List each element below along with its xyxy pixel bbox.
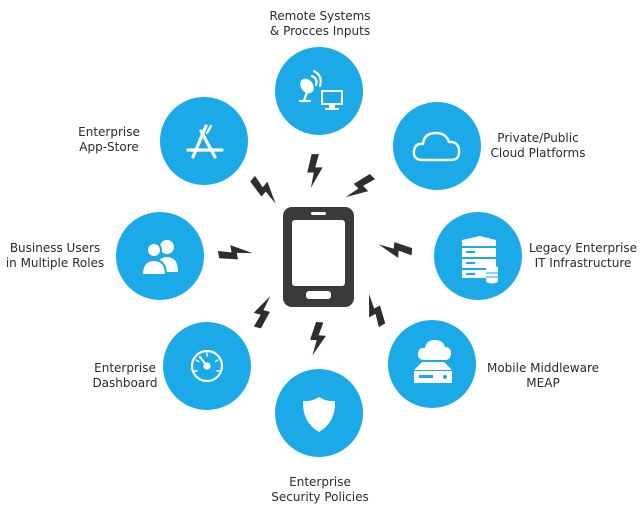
cloud-icon <box>412 131 461 162</box>
bolt-left-icon <box>217 241 254 263</box>
node-circle-remote-systems <box>275 47 363 135</box>
satellite-monitor-icon <box>298 69 343 110</box>
app-store-icon <box>186 124 224 159</box>
node-circle-cloud-platforms <box>393 102 481 190</box>
bolt-bottom-right-icon <box>358 291 390 329</box>
smartphone-icon <box>283 207 354 307</box>
node-circle-business-users <box>116 212 204 300</box>
bolt-top-right-icon <box>342 170 378 206</box>
shield-icon <box>302 397 336 432</box>
gauge-icon <box>190 349 224 383</box>
users-icon <box>141 240 178 276</box>
bolt-bottom-left-icon <box>250 292 274 330</box>
server-database-icon <box>462 236 499 284</box>
label-remote-systems: Remote Systems& Procces Inputs <box>269 9 371 38</box>
node-circle-app-store <box>160 97 248 185</box>
bolt-right-icon <box>377 240 413 260</box>
cloud-server-icon <box>414 340 452 383</box>
bolt-bottom-icon <box>308 321 328 357</box>
bolt-top-icon <box>307 154 323 188</box>
bolt-top-left-icon <box>247 173 284 207</box>
